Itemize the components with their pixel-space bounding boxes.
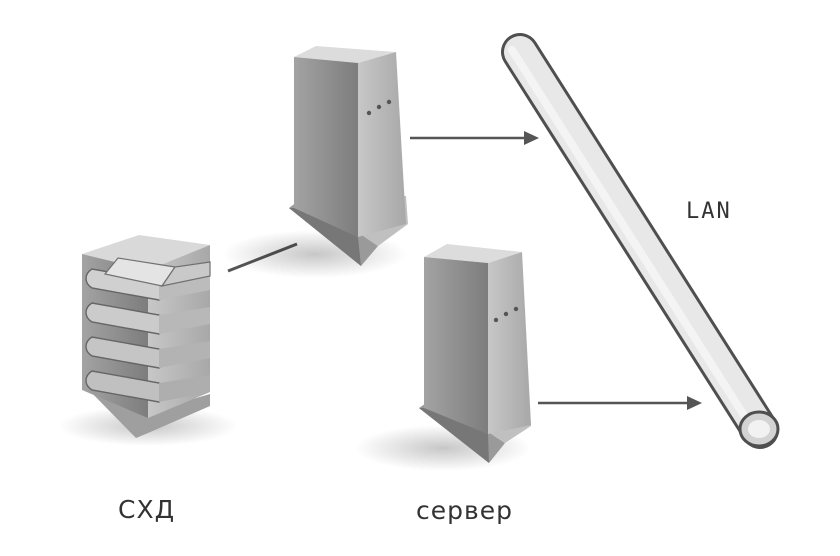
tower-server-icon: [223, 46, 408, 278]
server-label: сервер: [416, 496, 513, 525]
lan-label: LAN: [686, 199, 732, 224]
lan-pipe-icon: [501, 33, 780, 449]
server-bottom-to-lan-arrow: [538, 396, 702, 410]
tower-server-icon: [355, 244, 531, 471]
storage-array-icon: [58, 235, 238, 446]
storage-label: СХД: [118, 495, 176, 524]
server-top-to-lan-arrow: [410, 131, 539, 145]
